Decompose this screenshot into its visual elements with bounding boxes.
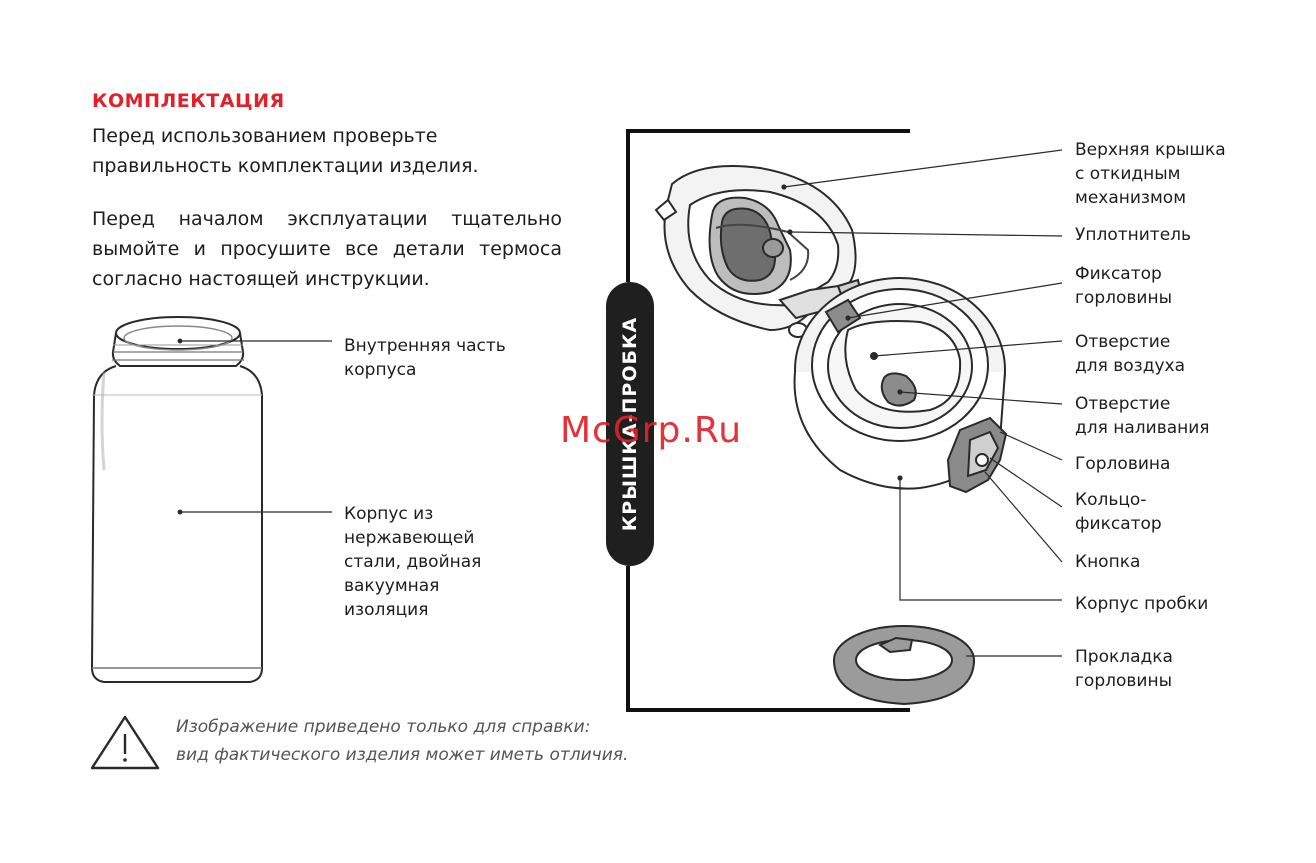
cleaning-paragraph: Перед началом эксплуатации тщательно вым… bbox=[92, 204, 562, 294]
label-bottle-body: Корпус из нержавеющей стали, двойная вак… bbox=[344, 504, 482, 620]
label-pour-hole: Отверстие для наливания bbox=[1075, 394, 1210, 438]
bottle-leader-lines bbox=[177, 338, 332, 515]
cleaning-line-3: согласно настоящей инструкции. bbox=[92, 268, 430, 290]
cap-section-tab: КРЫШКА-ПРОБКА bbox=[606, 282, 654, 566]
neck-gasket-illustration bbox=[833, 625, 975, 706]
cap-frame bbox=[626, 129, 910, 712]
label-top-lid: Верхняя крышка с откидным механизмом bbox=[1075, 140, 1226, 208]
section-title: КОМПЛЕКТАЦИЯ bbox=[92, 90, 285, 112]
notice-line-1: Изображение приведено только для справки… bbox=[176, 717, 591, 737]
cap-leader-lines bbox=[781, 149, 1063, 657]
intro-line-1: Перед использованием проверьте bbox=[92, 125, 438, 147]
label-seal: Уплотнитель bbox=[1075, 225, 1192, 245]
intro-paragraph: Перед использованием проверьте правильно… bbox=[92, 121, 562, 181]
cap-body-illustration bbox=[793, 277, 1008, 494]
top-lid-illustration bbox=[654, 165, 864, 338]
label-cap-body: Корпус пробки bbox=[1075, 594, 1209, 614]
label-neck-lock: Фиксатор горловины bbox=[1075, 264, 1172, 308]
label-button: Кнопка bbox=[1075, 552, 1141, 572]
notice-line-2: вид фактического изделия может иметь отл… bbox=[176, 745, 629, 765]
cleaning-line-2: вымойте и просушите все детали термоса bbox=[92, 238, 562, 260]
cleaning-line-1: Перед началом эксплуатации тщательно bbox=[92, 208, 562, 230]
label-lock-ring: Кольцо- фиксатор bbox=[1075, 490, 1162, 534]
label-neck-gasket: Прокладка горловины bbox=[1075, 647, 1173, 691]
watermark: McGrp.Ru bbox=[560, 410, 743, 451]
intro-line-2: правильность комплектации изделия. bbox=[92, 155, 479, 177]
bottle-illustration bbox=[90, 316, 263, 683]
label-inner-part: Внутренняя часть корпуса bbox=[344, 336, 506, 380]
label-neck: Горловина bbox=[1075, 454, 1171, 474]
label-air-hole: Отверстие для воздуха bbox=[1075, 332, 1186, 376]
